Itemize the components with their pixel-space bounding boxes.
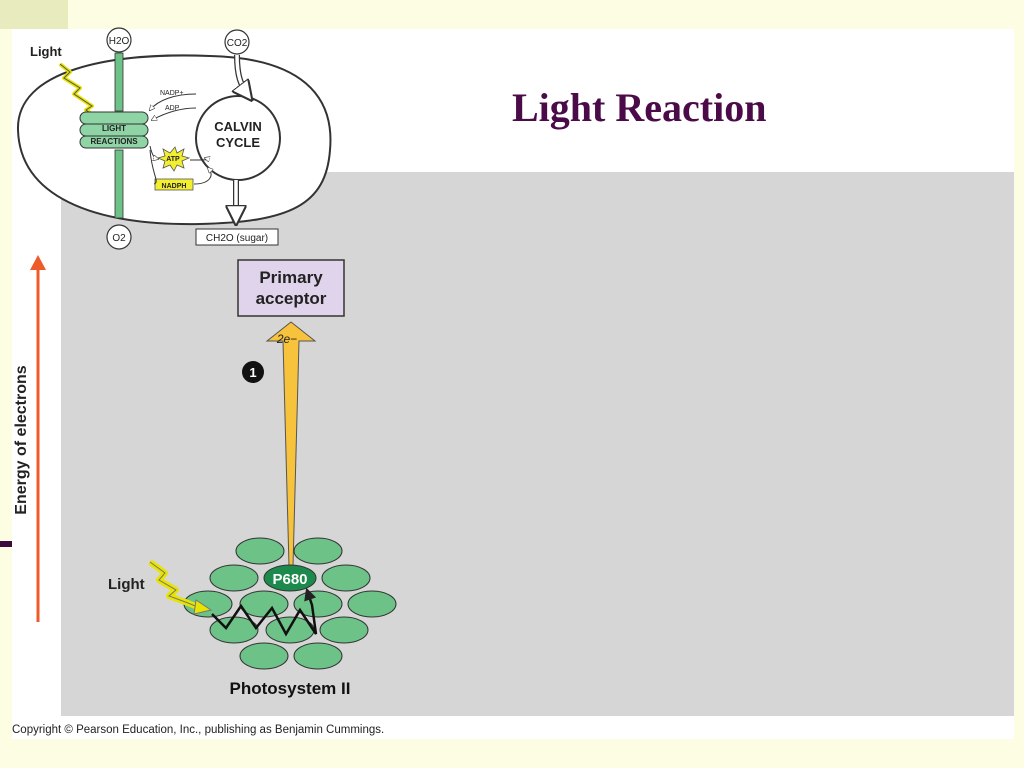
- p680-label: P680: [272, 571, 307, 588]
- nadp-label: NADP+: [160, 90, 184, 97]
- sugar-label: CH2O (sugar): [206, 233, 268, 244]
- nadph-to-calvin-arrow: [193, 168, 211, 185]
- pigment-molecule: [321, 564, 371, 592]
- nadp-arrow: [150, 93, 197, 110]
- adp-arrow: [152, 107, 197, 120]
- atp-arrow: [149, 145, 158, 159]
- atp-label: ATP: [166, 156, 180, 163]
- light-reactions-label-1: LIGHT: [102, 124, 126, 133]
- main-light-label: Light: [108, 576, 145, 593]
- water-arrow: [114, 52, 124, 112]
- pigment-molecule: [319, 616, 369, 644]
- sugar-box: [195, 228, 279, 246]
- water-circle: [106, 27, 132, 53]
- pigment-molecule: [293, 537, 343, 565]
- pigment-molecule: [293, 642, 343, 670]
- pigment-molecule: [347, 590, 397, 618]
- pigment-molecule: [239, 642, 289, 670]
- atp-to-calvin-arrow: [189, 158, 208, 160]
- pigment-molecule: [235, 537, 285, 565]
- o2-circle: [106, 224, 132, 250]
- co2-circle: [224, 29, 250, 55]
- primary-acceptor-box: [237, 259, 345, 317]
- accent-line: [0, 541, 12, 547]
- pigment-molecule: [209, 564, 259, 592]
- light-reactions-label-2: REACTIONS: [90, 137, 138, 146]
- inset-light-label: Light: [30, 44, 62, 59]
- light-reactions-stack: [79, 111, 149, 149]
- primary-acceptor-label-1: Primary: [259, 268, 323, 287]
- co2-arrow: [237, 54, 250, 98]
- photosystem-ii: [183, 537, 397, 670]
- primary-acceptor-label-2: acceptor: [256, 289, 327, 308]
- calvin-cycle-label-1: CALVIN: [214, 119, 261, 134]
- water-label: H2O: [109, 36, 130, 47]
- energy-axis-label: Energy of electrons: [13, 365, 30, 514]
- photosystem-label: Photosystem II: [230, 679, 351, 698]
- o2-arrow: [114, 149, 124, 219]
- electron-energy-arrow: [265, 321, 317, 567]
- nadph-arrow-in: [149, 149, 157, 185]
- nadph-box: [154, 178, 194, 191]
- copyright-notice: Copyright © Pearson Education, Inc., pub…: [12, 724, 385, 736]
- nadph-label: NADPH: [162, 183, 187, 190]
- chloroplast-inset: Light H2O O2 LIGHT REACTIONS CALVIN CYCL…: [16, 27, 332, 250]
- main-light-bolt-head: [193, 599, 213, 615]
- side-bar: [0, 0, 68, 29]
- atp-burst: [156, 146, 191, 172]
- energy-axis-arrowhead: [30, 255, 46, 270]
- step-one-label: 1: [249, 365, 256, 380]
- calvin-cycle-label-2: CYCLE: [216, 135, 260, 150]
- co2-label: CO2: [227, 38, 248, 49]
- step-one-marker: [242, 361, 264, 383]
- p680-reaction-center: [263, 564, 317, 592]
- o2-label: O2: [112, 233, 126, 244]
- energy-transfer-path: [211, 587, 318, 637]
- adp-label: ADP: [165, 105, 180, 112]
- electrons-label: 2e−: [276, 332, 297, 346]
- slide-title: Light Reaction: [512, 85, 767, 130]
